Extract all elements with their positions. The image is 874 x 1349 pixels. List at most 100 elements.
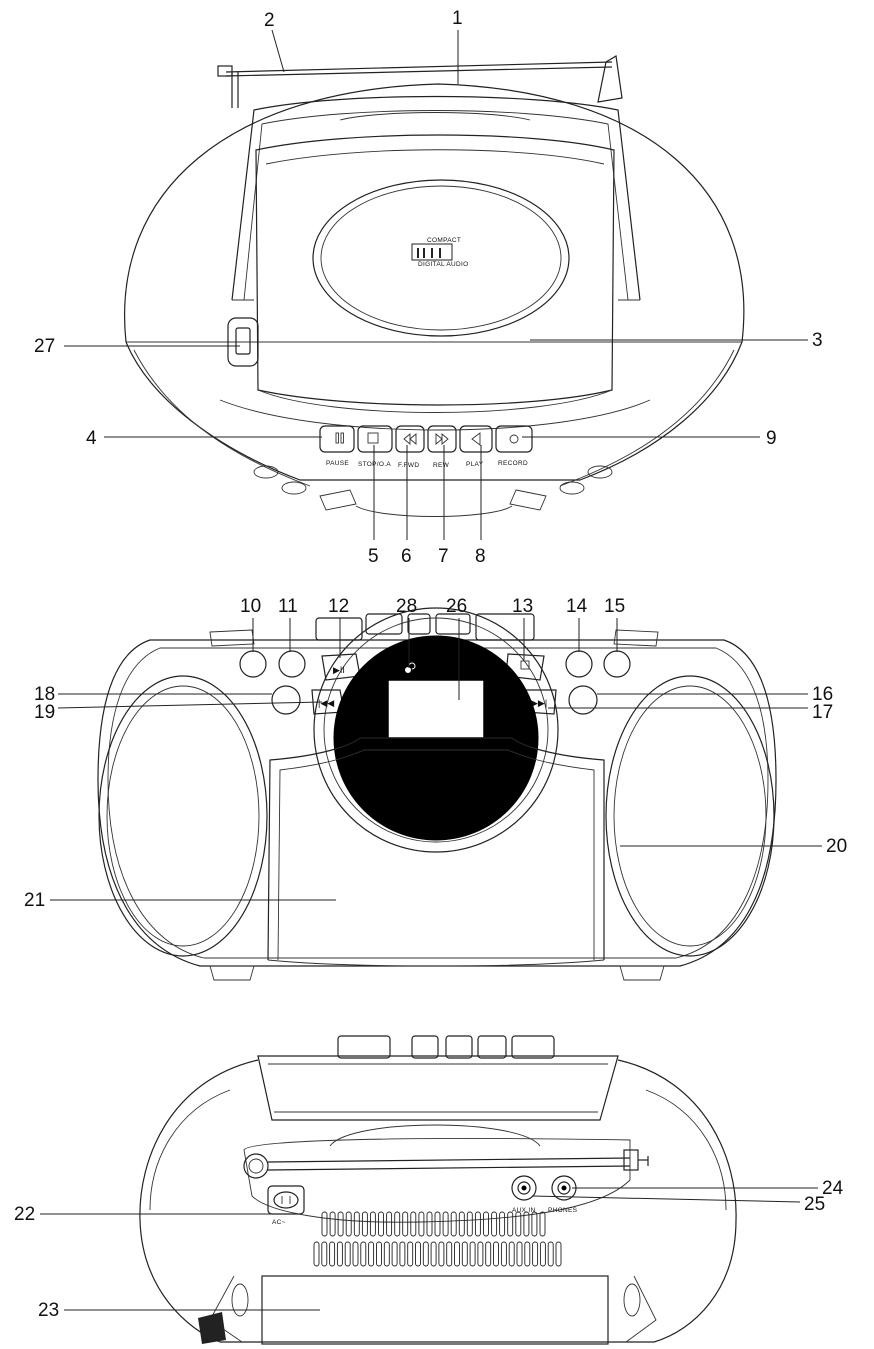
vent-slot [450,1211,457,1237]
callout-12: 12 [328,596,349,617]
callout-7: 7 [438,546,449,567]
fast-forward-button[interactable] [395,425,425,453]
vent-slot [438,1241,445,1267]
vent-slot [321,1241,328,1267]
play-label: PLAY [466,461,484,468]
callout-13: 13 [512,596,533,617]
record-label: RECORD [498,460,528,467]
aux-in-jack[interactable] [511,1175,537,1201]
vent-slot [539,1241,546,1267]
callout-15: 15 [604,596,625,617]
vent-slot [434,1211,441,1237]
vent-slot [337,1211,344,1237]
round-button-15[interactable] [603,650,631,678]
vent-slot [523,1211,530,1237]
callout-27: 27 [34,336,55,357]
vent-slot [469,1241,476,1267]
vent-slot [485,1241,492,1267]
vent-slot [378,1211,384,1237]
front-top-keys [315,613,535,641]
vent-slot [383,1241,390,1267]
vent-slot [474,1211,481,1237]
callout-leader-lines [40,29,822,1311]
cd-play-pause-button[interactable]: ▶II [321,653,361,681]
right-speaker [605,675,775,957]
vent-slot [539,1211,546,1237]
play-button[interactable] [459,425,493,453]
callout-8: 8 [475,546,486,567]
vent-slot [515,1211,522,1237]
vent-slot [410,1211,417,1237]
callout-numbers: 1 2 3 4 5 6 7 8 9 10 11 12 13 14 15 16 1… [14,8,847,1321]
vent-slot [491,1211,498,1237]
vent-slot [386,1211,393,1237]
logo-text-compact: COMPACT [427,237,461,244]
vent-slot [524,1241,531,1267]
vent-slot [454,1241,460,1267]
vent-slot [399,1241,406,1267]
vent-slot [430,1241,437,1267]
callout-1: 1 [452,8,463,29]
vent-slot [329,1211,336,1237]
vent-slot [394,1211,401,1237]
vent-slot [516,1241,523,1267]
callout-21: 21 [24,890,45,911]
ac-label: AC~ [272,1219,286,1226]
vent-slot [418,1211,425,1237]
vent-slot [555,1241,562,1267]
round-button-11[interactable] [278,650,306,678]
front-view: ▶II |◀◀ ▶▶| [97,607,777,981]
top-view: COMPACT DIGITAL AUDIO PAUSE STOP/O.A [124,55,745,517]
vent-slot [508,1241,515,1267]
stop-eject-button[interactable] [357,425,393,453]
callout-25: 25 [804,1194,825,1215]
round-button-10[interactable] [239,650,267,678]
vent-slot [461,1241,468,1267]
callout-24: 24 [822,1178,844,1199]
vent-slot [422,1241,429,1267]
vent-slot [483,1211,489,1237]
cassette-door [267,737,605,961]
round-button-16[interactable] [568,685,598,715]
phones-label: PHONES [548,1207,578,1214]
vent-slot [361,1211,368,1237]
callout-9: 9 [766,428,777,449]
vent-slot [466,1211,473,1237]
vent-slot [458,1211,465,1237]
vent-slot [352,1241,359,1267]
callout-23: 23 [38,1300,59,1321]
lcd-display [387,679,485,739]
callout-4: 4 [86,428,97,449]
vent-slot [402,1211,409,1237]
vent-slot [360,1241,367,1267]
callout-14: 14 [566,596,588,617]
cd-window [312,179,570,337]
callout-26: 26 [446,596,467,617]
back-handle [257,1055,619,1121]
callout-22: 22 [14,1204,35,1225]
rewind-button[interactable] [427,425,457,453]
pause-button[interactable] [319,425,355,453]
vent-slot [329,1241,336,1267]
callout-5: 5 [368,546,379,567]
vent-slot [500,1241,507,1267]
vent-slot [547,1241,554,1267]
top-antenna [217,55,623,108]
usb-port[interactable] [227,317,259,367]
led-indicator [404,666,412,674]
round-button-14[interactable] [565,650,593,678]
svg-text:|◀◀: |◀◀ [318,698,334,708]
ac-power-socket[interactable]: AC~ [267,1185,305,1226]
callout-10: 10 [240,596,261,617]
round-button-18[interactable] [271,685,301,715]
vent-slot [336,1241,343,1267]
cassette-button-panel: PAUSE STOP/O.A F.FWD REW PLAY RECORD [319,425,533,469]
front-body-outline [97,639,777,967]
vent-slot [531,1211,538,1237]
vent-slot [321,1211,328,1237]
record-button[interactable] [495,425,533,453]
logo-text-digital: DIGITAL AUDIO [418,261,469,268]
callout-3: 3 [812,330,823,351]
vent-slot [345,1211,352,1237]
